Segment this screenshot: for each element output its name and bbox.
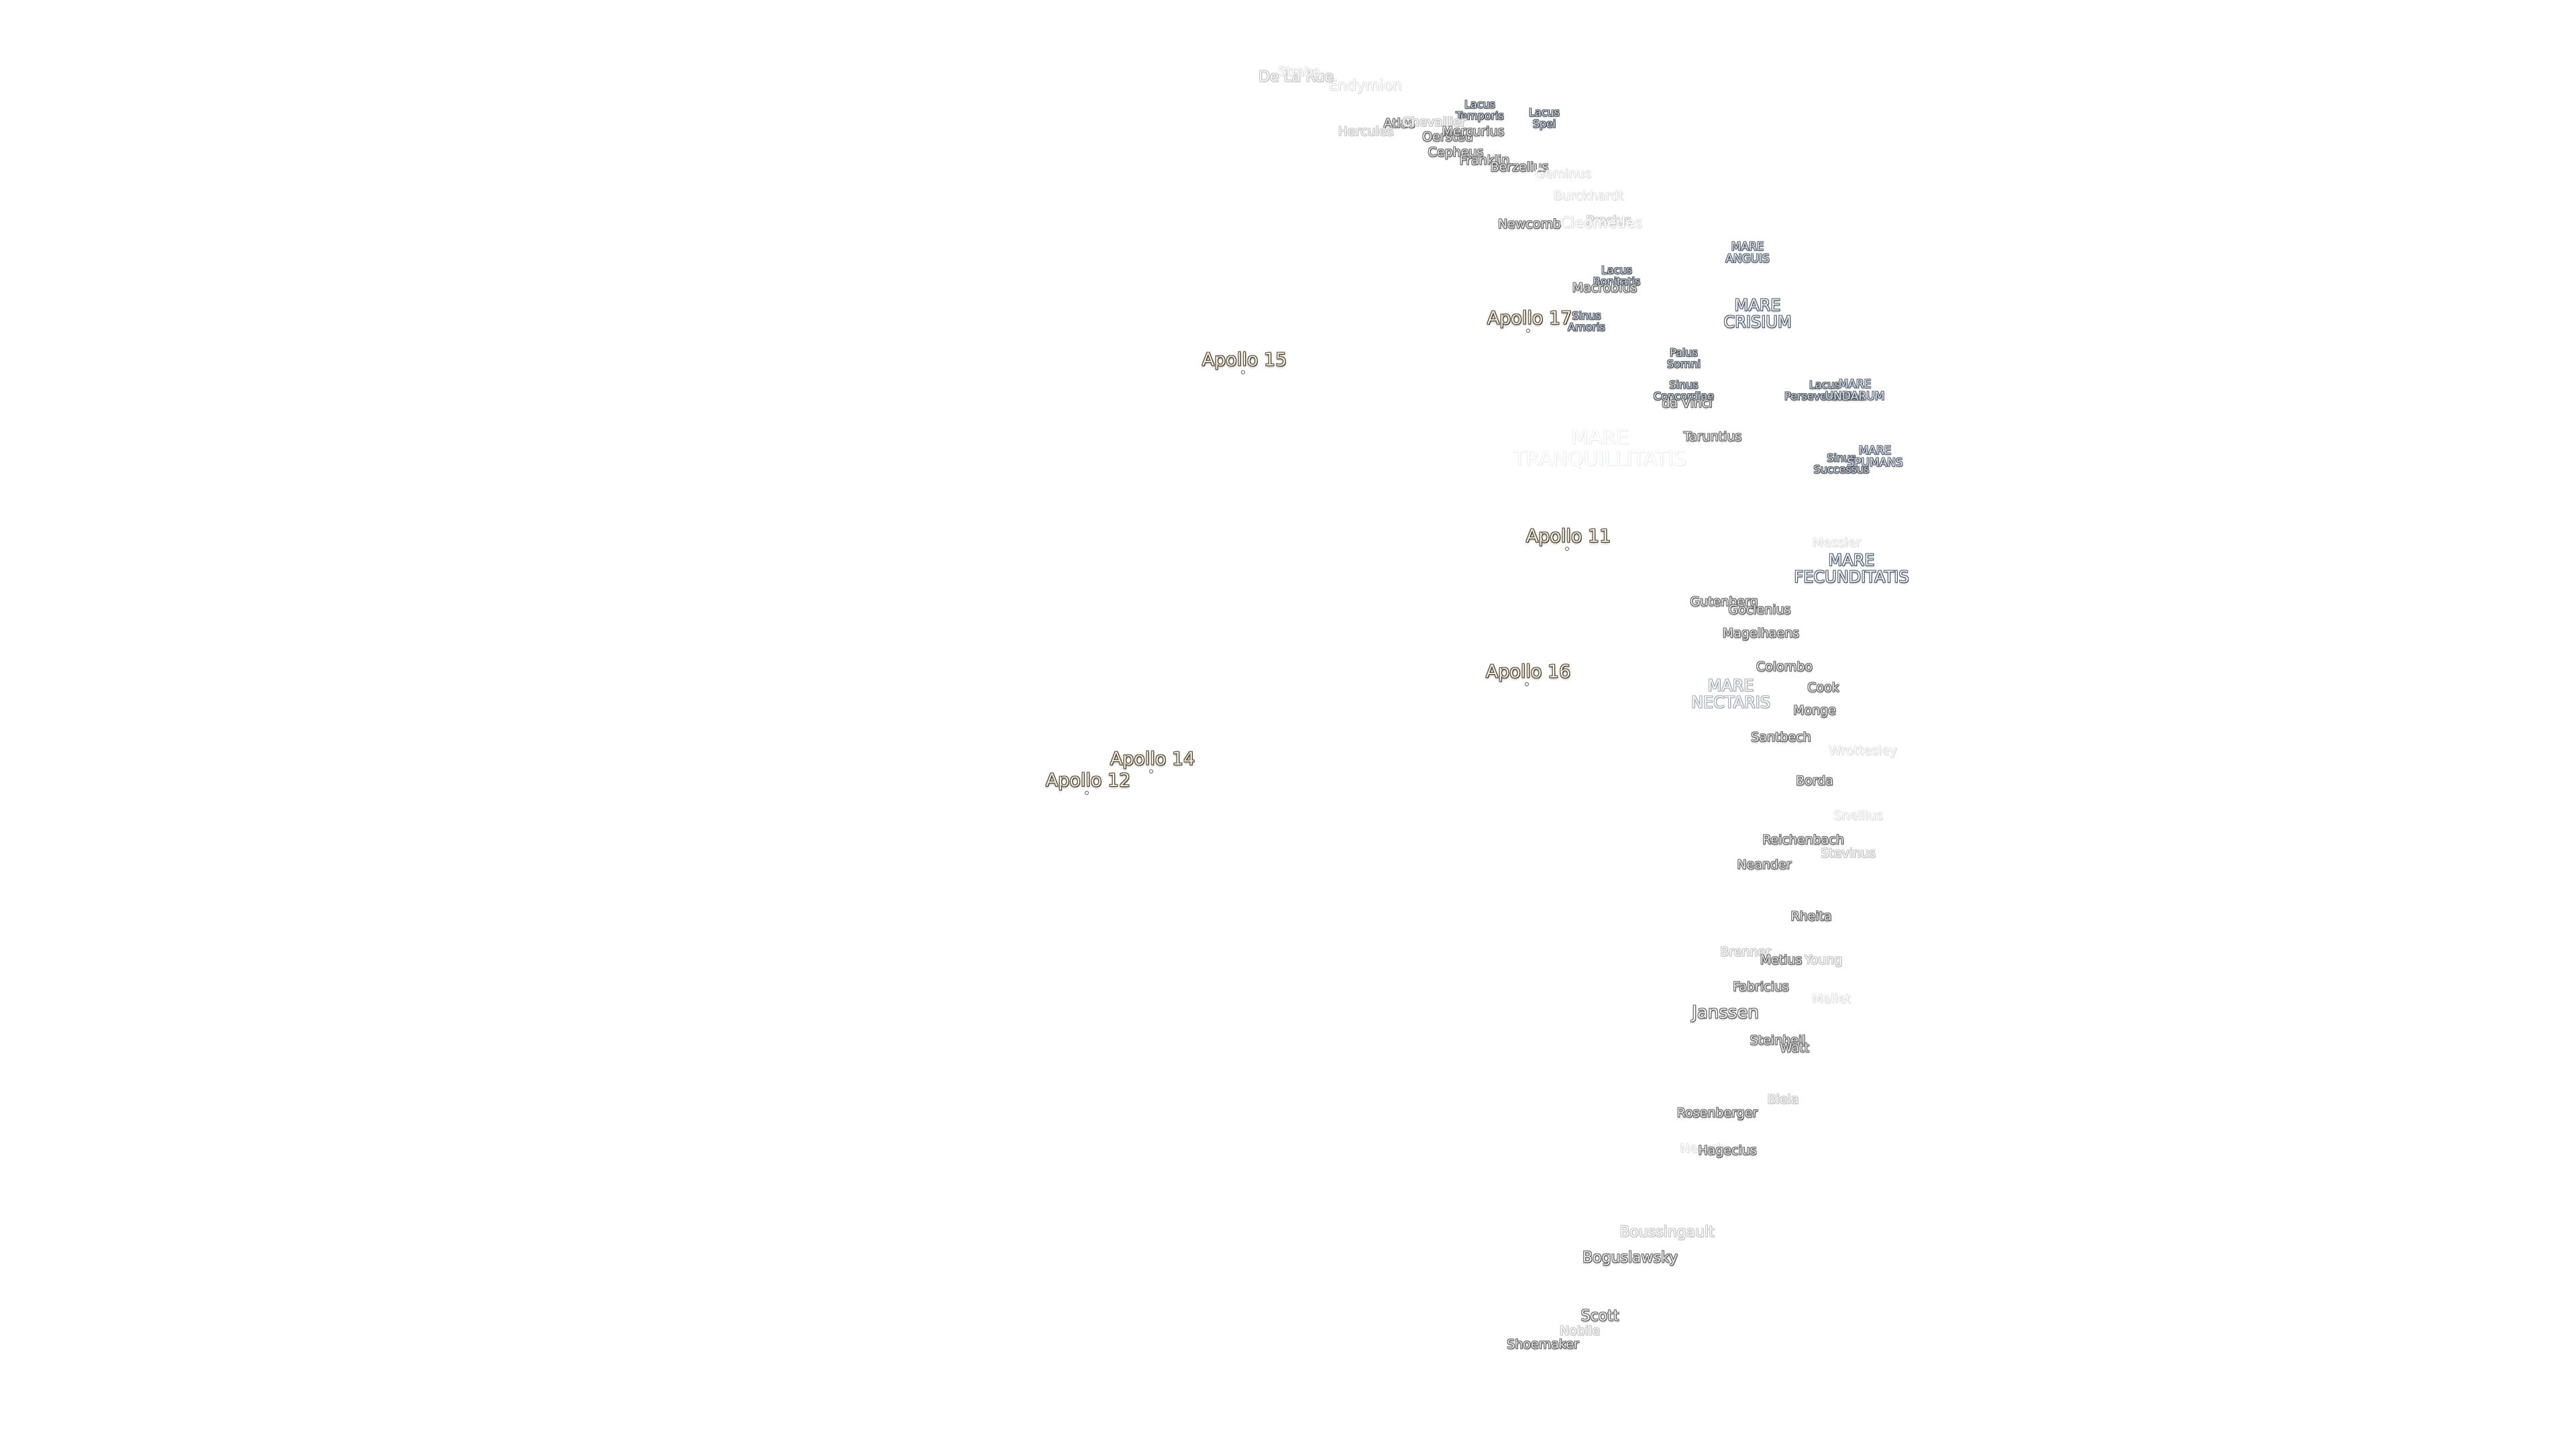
crater-label-cook[interactable]: Cook <box>1807 680 1839 696</box>
crater-label-nobile[interactable]: Nobile <box>1559 1324 1601 1339</box>
mare-label-mare-spumans[interactable]: MARE SPUMANS <box>1847 444 1903 470</box>
landing-site-marker-icon[interactable] <box>1525 683 1528 686</box>
crater-label-hagecius[interactable]: Hagecius <box>1698 1143 1757 1159</box>
crater-label-messier[interactable]: Messier <box>1812 535 1862 551</box>
crater-label-scott[interactable]: Scott <box>1580 1307 1619 1325</box>
lake-label-lacus-perseverantiae[interactable]: Lacus Perseverantiae <box>1784 378 1865 402</box>
crater-label-cepheus[interactable]: Cepheus <box>1428 145 1484 160</box>
landing-site-marker-icon[interactable] <box>1566 547 1568 550</box>
lake-label-sinus-concordiae[interactable]: Sinus Concordiae <box>1653 378 1715 402</box>
crater-label-goclenius[interactable]: Goclenius <box>1728 602 1791 618</box>
mare-label-mare-anguis[interactable]: MARE ANGUIS <box>1725 240 1770 266</box>
crater-label-fabricius[interactable]: Fabricius <box>1733 979 1789 995</box>
crater-label-burckhardt[interactable]: Burckhardt <box>1553 189 1624 204</box>
crater-label-mallet[interactable]: Mallet <box>1812 991 1851 1007</box>
crater-label-monge[interactable]: Monge <box>1793 703 1836 718</box>
crater-label-endymion[interactable]: Endymion <box>1328 77 1402 95</box>
crater-label-macrobius[interactable]: Macrobius <box>1572 280 1638 296</box>
crater-label-nearch[interactable]: Nearch <box>1680 1141 1725 1157</box>
crater-label-rosenberger[interactable]: Rosenberger <box>1676 1106 1758 1121</box>
lake-label-lacus-temporis[interactable]: Lacus Temporis <box>1456 98 1504 122</box>
crater-label-watt[interactable]: Watt <box>1779 1040 1810 1056</box>
landing-site-marker-icon[interactable] <box>1527 329 1529 332</box>
crater-label-chevallier[interactable]: Chevallier <box>1402 115 1466 130</box>
mare-label-mare-tranquillitatis[interactable]: MARE TRANQUILLITATIS <box>1513 425 1687 470</box>
crater-label-brenner[interactable]: Brenner <box>1720 945 1771 960</box>
mare-label-mare-fecunditatis[interactable]: MARE FECUNDITATIS <box>1794 550 1909 586</box>
crater-label-de-la-rue[interactable]: De La Rue <box>1258 68 1334 86</box>
landing-site-marker-icon[interactable] <box>1085 792 1088 794</box>
crater-label-metius[interactable]: Metius <box>1760 953 1803 968</box>
crater-label-mercurius[interactable]: Mercurius <box>1442 124 1505 140</box>
crater-label-janssen[interactable]: Janssen <box>1692 1002 1759 1023</box>
mare-label-mare-nectaris[interactable]: MARE NECTARIS <box>1690 676 1771 712</box>
mare-label-mare-crisium[interactable]: MARE CRISIUM <box>1723 295 1792 331</box>
crater-label-boussingault[interactable]: Boussingault <box>1619 1224 1715 1241</box>
landing-site-label-apollo-16[interactable]: Apollo 16 <box>1485 661 1571 682</box>
crater-label-snellius[interactable]: Snellius <box>1833 808 1883 824</box>
crater-label-neander[interactable]: Neander <box>1737 857 1792 873</box>
crater-label-steinheil[interactable]: Steinheil <box>1750 1033 1806 1049</box>
crater-label-geminus[interactable]: Geminus <box>1534 166 1592 182</box>
crater-label-biela[interactable]: Biela <box>1767 1092 1799 1108</box>
crater-label-shoemaker[interactable]: Shoemaker <box>1507 1337 1579 1352</box>
lake-label-sinus-successus[interactable]: Sinus Successus <box>1813 451 1870 476</box>
landing-site-label-apollo-11[interactable]: Apollo 11 <box>1525 525 1611 547</box>
crater-label-hercules[interactable]: Hercules <box>1338 124 1394 140</box>
crater-label-colombo[interactable]: Colombo <box>1756 659 1813 675</box>
crater-label-proclus[interactable]: Proclus <box>1586 213 1631 229</box>
landing-site-label-apollo-12[interactable]: Apollo 12 <box>1045 769 1131 791</box>
landing-site-marker-icon[interactable] <box>1150 770 1152 773</box>
crater-label-young[interactable]: Young <box>1804 953 1843 968</box>
crater-label-strabo[interactable]: Strabo <box>1278 64 1321 80</box>
lake-label-lacus-spei[interactable]: Lacus Spei <box>1529 106 1560 130</box>
crater-label-borda[interactable]: Borda <box>1796 773 1833 789</box>
mare-label-mare-undarum[interactable]: MARE UNDARUM <box>1825 378 1885 403</box>
crater-label-atlas[interactable]: Atlas <box>1383 116 1415 131</box>
crater-label-reichenbach[interactable]: Reichenbach <box>1762 833 1844 848</box>
landing-site-marker-icon[interactable] <box>1242 371 1244 374</box>
crater-label-gutenberg[interactable]: Gutenberg <box>1690 594 1758 610</box>
crater-label-rheita[interactable]: Rheita <box>1790 909 1832 924</box>
crater-label-berzelius[interactable]: Berzelius <box>1490 160 1549 175</box>
landing-site-label-apollo-14[interactable]: Apollo 14 <box>1110 748 1195 769</box>
lake-label-lacus-bonitatis[interactable]: Lacus Bonitatis <box>1593 264 1641 288</box>
crater-label-wrottesley[interactable]: Wrottesley <box>1829 743 1897 759</box>
crater-label-magelhaens[interactable]: Magelhaens <box>1722 626 1800 641</box>
crater-label-newcomb[interactable]: Newcomb <box>1497 217 1562 232</box>
lake-label-sinus-amoris[interactable]: Sinus Amoris <box>1568 309 1605 333</box>
crater-label-franklin[interactable]: Franklin <box>1459 153 1510 168</box>
crater-label-stevinus[interactable]: Stevinus <box>1821 846 1876 861</box>
crater-label-oersted[interactable]: Oersted <box>1422 129 1473 145</box>
landing-site-label-apollo-17[interactable]: Apollo 17 <box>1487 307 1572 329</box>
crater-label-cleomedes[interactable]: Cleomedes <box>1560 215 1643 232</box>
landing-site-label-apollo-15[interactable]: Apollo 15 <box>1201 349 1287 370</box>
crater-label-santbech[interactable]: Santbech <box>1751 730 1811 745</box>
crater-label-taruntius[interactable]: Taruntius <box>1683 429 1742 445</box>
crater-label-da-vinci[interactable]: da Vinci <box>1662 396 1713 411</box>
lake-label-palus-somni[interactable]: Palus Somni <box>1666 346 1701 370</box>
crater-label-boguslawsky[interactable]: Boguslawsky <box>1582 1249 1678 1267</box>
